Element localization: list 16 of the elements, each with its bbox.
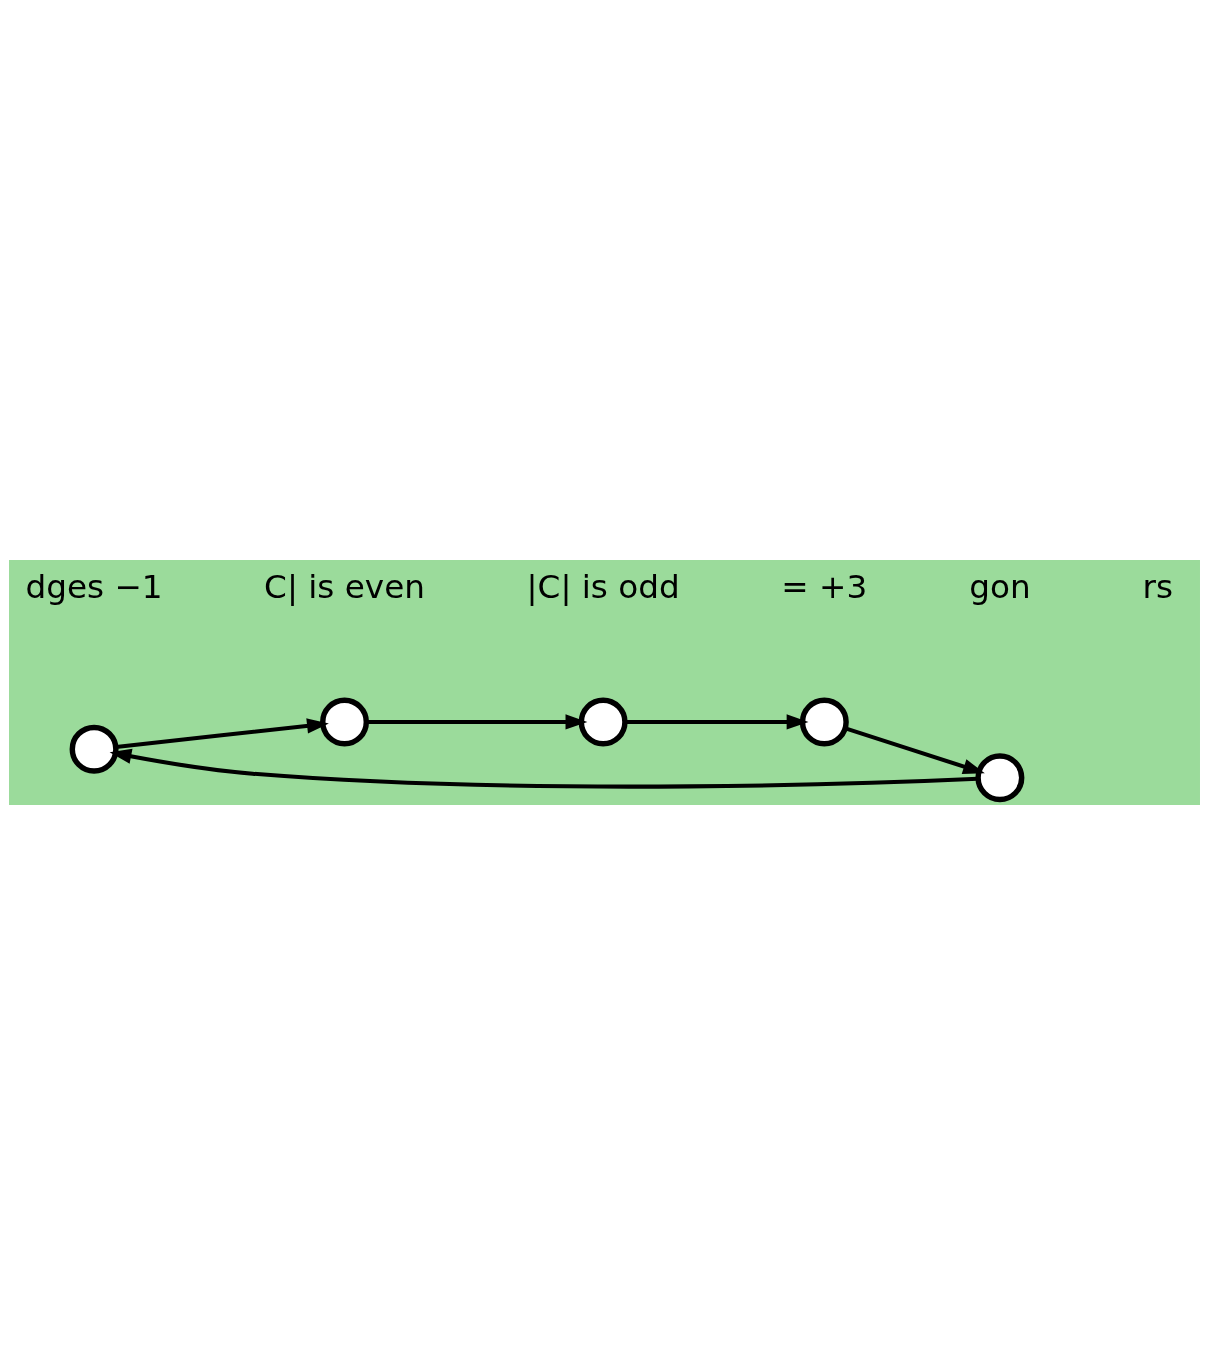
arrow bbox=[115, 717, 329, 749]
arrow bbox=[109, 748, 978, 789]
arrow bbox=[625, 713, 809, 730]
label: |C| is odd bbox=[526, 567, 680, 606]
label: rs bbox=[1142, 567, 1174, 606]
arrow bbox=[844, 725, 985, 774]
label: = +3 bbox=[781, 567, 868, 606]
node-circle bbox=[69, 724, 119, 774]
node-circle bbox=[975, 752, 1025, 802]
label: dges −1 bbox=[25, 567, 163, 606]
node-circle bbox=[799, 696, 849, 746]
arrow bbox=[366, 713, 588, 730]
label: gon bbox=[969, 567, 1031, 606]
label: C| is even bbox=[264, 567, 425, 606]
node-circle bbox=[578, 696, 628, 746]
node-circle bbox=[320, 696, 370, 746]
